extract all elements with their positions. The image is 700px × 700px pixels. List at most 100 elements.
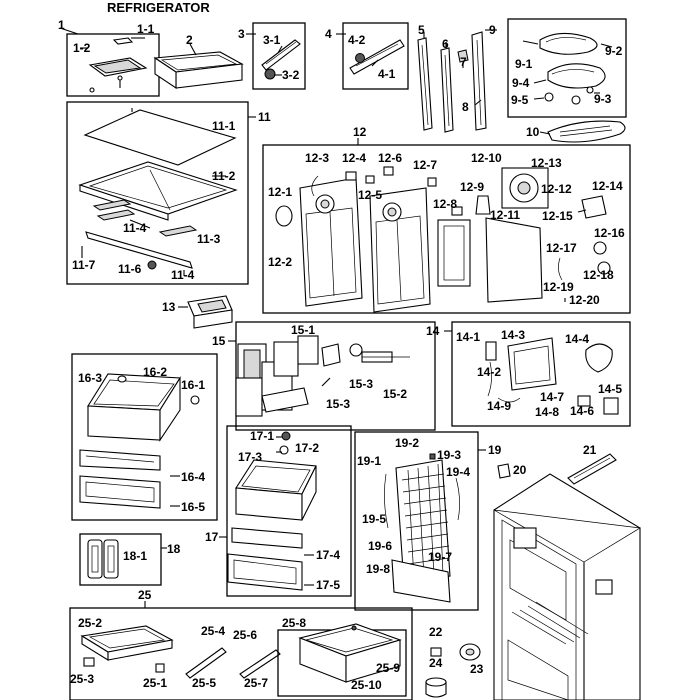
label-14-1: 14-1 [456, 330, 481, 344]
label-11-1: 11-1 [212, 119, 236, 133]
label-18: 18 [167, 542, 181, 556]
diagram-title: REFRIGERATOR [107, 0, 210, 15]
label-8: 8 [462, 100, 469, 114]
label-12-4: 12-4 [342, 151, 367, 165]
label-25-10: 25-10 [351, 678, 382, 692]
label-4-2: 4-2 [348, 33, 366, 47]
group-15-frame [228, 321, 436, 431]
group-12-frame [262, 138, 631, 314]
label-12-10: 12-10 [471, 151, 502, 165]
label-15-3-lower: 15-3 [326, 397, 351, 411]
label-12-5: 12-5 [358, 188, 383, 202]
label-18-1: 18-1 [123, 549, 148, 563]
label-3-1: 3-1 [263, 33, 281, 47]
label-14-6: 14-6 [570, 404, 595, 418]
label-17: 17 [205, 530, 219, 544]
group-11-frame [66, 101, 256, 285]
label-12-6: 12-6 [378, 151, 403, 165]
label-16-1: 16-1 [181, 378, 206, 392]
label-15-3-upper: 15-3 [349, 377, 374, 391]
group-19-frame [354, 431, 486, 611]
label-11-3: 11-3 [197, 232, 221, 246]
label-17-5: 17-5 [316, 578, 341, 592]
group-3-frame [246, 22, 306, 90]
label-17-4: 17-4 [316, 548, 341, 562]
label-15-2: 15-2 [383, 387, 408, 401]
label-14-2: 14-2 [477, 365, 502, 379]
part-13 [178, 295, 233, 329]
cabinet-drawing [493, 473, 642, 700]
label-9-1: 9-1 [515, 57, 533, 71]
group-9-frame [507, 18, 627, 118]
label-19-2: 19-2 [395, 436, 420, 450]
label-19-6: 19-6 [368, 539, 393, 553]
label-2: 2 [186, 33, 193, 47]
label-14-3: 14-3 [501, 328, 526, 342]
label-4: 4 [325, 27, 332, 41]
label-9-2: 9-2 [605, 44, 623, 58]
label-25-6: 25-6 [233, 628, 258, 642]
label-11-4-upper: 11-4 [123, 221, 147, 235]
label-12-8: 12-8 [433, 197, 458, 211]
label-12-3: 12-3 [305, 151, 330, 165]
label-25-7: 25-7 [244, 676, 269, 690]
label-15-1: 15-1 [291, 323, 316, 337]
label-19-4: 19-4 [446, 465, 471, 479]
label-12-15: 12-15 [542, 209, 573, 223]
label-17-1: 17-1 [250, 429, 275, 443]
label-14-8: 14-8 [535, 405, 560, 419]
label-5: 5 [418, 23, 425, 37]
label-16-5: 16-5 [181, 500, 206, 514]
label-12-18: 12-18 [583, 268, 614, 282]
label-14-9: 14-9 [487, 399, 512, 413]
label-13: 13 [162, 300, 176, 314]
label-19-5: 19-5 [362, 512, 387, 526]
label-14: 14 [426, 324, 440, 338]
label-12-12: 12-12 [541, 182, 572, 196]
label-12-7: 12-7 [413, 158, 438, 172]
label-1-2: 1-2 [73, 41, 91, 55]
label-22: 22 [429, 625, 443, 639]
group-14-frame [444, 321, 631, 427]
label-12-17: 12-17 [546, 241, 577, 255]
group-18-frame [79, 533, 167, 586]
label-11-7: 11-7 [72, 258, 96, 272]
label-25-4: 25-4 [201, 624, 226, 638]
label-25-3: 25-3 [70, 672, 95, 686]
label-1: 1 [58, 18, 65, 32]
label-25-1: 25-1 [143, 676, 168, 690]
label-7: 7 [460, 55, 467, 69]
label-4-1: 4-1 [378, 67, 396, 81]
label-12-19: 12-19 [543, 280, 574, 294]
group-16-frame [71, 353, 218, 521]
label-12-2: 12-2 [268, 255, 293, 269]
label-19-7: 19-7 [428, 550, 453, 564]
label-11-4-lower: 11-4 [171, 268, 195, 282]
label-19-3: 19-3 [437, 448, 462, 462]
label-17-3: 17-3 [238, 450, 263, 464]
part-2-tray [153, 43, 244, 90]
label-19-8: 19-8 [366, 562, 391, 576]
group-4-frame [336, 22, 409, 90]
label-25-9: 25-9 [376, 661, 401, 675]
label-12-9: 12-9 [460, 180, 485, 194]
label-11-6: 11-6 [118, 262, 142, 276]
label-11: 11 [258, 110, 271, 124]
label-14-4: 14-4 [565, 332, 590, 346]
label-12-14: 12-14 [592, 179, 623, 193]
label-19-1: 19-1 [357, 454, 382, 468]
label-16-2: 16-2 [143, 365, 168, 379]
label-21: 21 [583, 443, 597, 457]
rails-5-8 [417, 29, 497, 133]
label-12-13: 12-13 [531, 156, 562, 170]
label-25-2: 25-2 [78, 616, 103, 630]
label-14-7: 14-7 [540, 390, 565, 404]
label-3: 3 [238, 27, 245, 41]
label-24: 24 [429, 656, 443, 670]
label-12: 12 [353, 125, 367, 139]
label-14-5: 14-5 [598, 382, 623, 396]
label-6: 6 [442, 37, 449, 51]
label-15: 15 [212, 334, 226, 348]
